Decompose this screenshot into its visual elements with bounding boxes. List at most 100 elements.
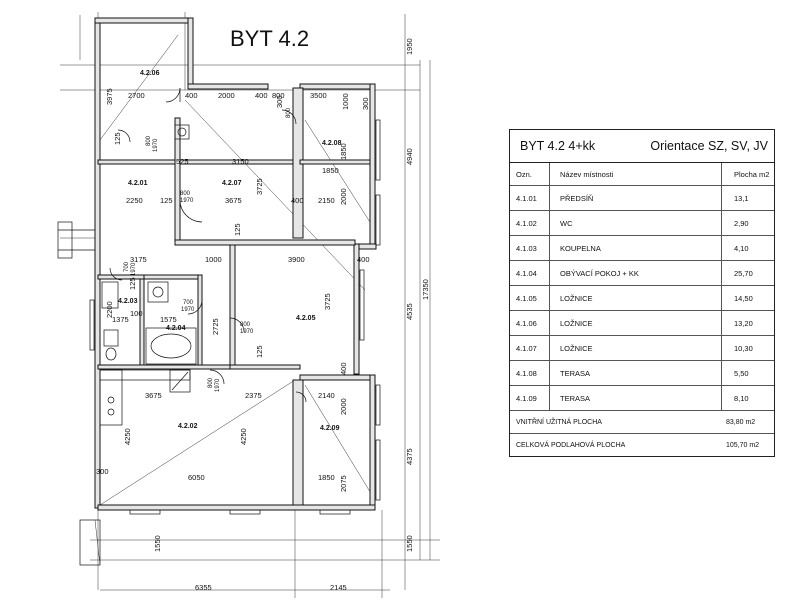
room-area: 10,30 [734, 343, 753, 353]
room-area: 5,50 [734, 368, 749, 378]
table-title-bar: BYT 4.2 4+kk Orientace SZ, SV, JV [510, 130, 774, 163]
dim-label: 300 [96, 467, 109, 476]
room-name: KOUPELNA [550, 236, 722, 260]
dim-label: 1550 [153, 535, 162, 552]
dim-label: 2700 [128, 91, 145, 100]
dim-label: 400 [255, 91, 268, 100]
summary-value: 83,80 m2 [726, 418, 756, 426]
room-labels: 4.2.06 4.2.08 4.2.01 4.2.07 4.2.03 4.2.0… [118, 70, 342, 432]
dim-label: 100 [130, 309, 143, 318]
room-code: 4.1.04 [510, 261, 550, 285]
table-header-row: Ozn. Název místnosti Plocha m2 [510, 163, 774, 186]
dim-label: 3975 [105, 88, 114, 105]
room-name: PŘEDSÍŇ [550, 186, 722, 210]
dim-label: 2725 [211, 318, 220, 335]
dim-label: 3500 [310, 91, 327, 100]
room-code: 4.1.08 [510, 361, 550, 385]
dim-label: 2000 [218, 91, 235, 100]
room-name: LOŽNICE [550, 311, 722, 335]
dim-label: 3725 [323, 293, 332, 310]
plan-title: BYT 4.2 [230, 26, 309, 51]
door-label: 800 [146, 135, 152, 146]
door-label: 800 [286, 107, 292, 118]
room-label-4-2-08: 4.2.08 [322, 140, 342, 147]
dim-label: 4940 [405, 148, 414, 165]
dim-label: 125 [255, 345, 264, 358]
room-label-4-2-09: 4.2.09 [320, 425, 340, 432]
dim-label: 3675 [145, 391, 162, 400]
room-name: LOŽNICE [550, 286, 722, 310]
dim-label: 2200 [105, 301, 114, 318]
dim-label: 1000 [341, 93, 350, 110]
door-label: 1970 [153, 138, 159, 152]
room-code: 4.1.06 [510, 311, 550, 335]
door-label: 800 [180, 191, 191, 197]
dim-label: 400 [185, 91, 198, 100]
dim-label: 6355 [195, 583, 212, 592]
dim-label: 125 [113, 132, 122, 145]
dim-label: 400 [357, 255, 370, 264]
room-area: 2,90 [734, 218, 749, 228]
dim-label: 17350 [421, 279, 430, 300]
room-label-4-2-07: 4.2.07 [222, 180, 242, 187]
dim-label: 2000 [339, 188, 348, 205]
header-code: Ozn. [510, 163, 550, 185]
room-code: 4.1.03 [510, 236, 550, 260]
table-orientation: Orientace SZ, SV, JV [650, 139, 768, 153]
dim-label: 400 [339, 362, 348, 375]
room-area: 4,10 [734, 243, 749, 253]
dim-label: 4535 [405, 303, 414, 320]
room-name: LOŽNICE [550, 336, 722, 360]
room-code: 4.1.05 [510, 286, 550, 310]
dim-label: 125 [128, 277, 137, 290]
door-label: 700 [124, 261, 130, 272]
dim-label: 300 [275, 95, 284, 108]
dim-label: 2250 [126, 196, 143, 205]
room-label-4-2-05: 4.2.05 [296, 315, 316, 322]
door-labels: 800 1970 800 1970 700 1970 700 1970 800 … [124, 107, 292, 392]
dim-label: 3900 [288, 255, 305, 264]
fixtures [99, 124, 197, 426]
dim-label: 3150 [232, 157, 249, 166]
header-name: Název místnosti [550, 163, 722, 185]
room-name: TERASA [550, 386, 722, 410]
room-label-4-2-03: 4.2.03 [118, 298, 138, 305]
dim-label: 3675 [225, 196, 242, 205]
dim-label: 2145 [330, 583, 347, 592]
dimension-labels: 2700 400 2000 400 800 3500 300 1000 300 … [96, 38, 430, 592]
room-code: 4.1.09 [510, 386, 550, 410]
room-area: 13,20 [734, 318, 753, 328]
room-area: 14,50 [734, 293, 753, 303]
door-label: 1970 [240, 329, 254, 335]
door-label: 1970 [131, 262, 137, 276]
dim-label: 1850 [322, 166, 339, 175]
room-name: TERASA [550, 361, 722, 385]
room-area: 8,10 [734, 393, 749, 403]
dim-label: 1550 [405, 535, 414, 552]
dim-label: 1850 [339, 143, 348, 160]
room-code: 4.1.07 [510, 336, 550, 360]
dim-label: 6050 [188, 473, 205, 482]
dim-label: 2000 [339, 398, 348, 415]
room-code: 4.1.01 [510, 186, 550, 210]
dim-label: 525 [176, 157, 189, 166]
room-label-4-2-01: 4.2.01 [128, 180, 148, 187]
dim-label: 125 [233, 223, 242, 236]
dim-label: 300 [361, 97, 370, 110]
dim-label: 2140 [318, 391, 335, 400]
dim-label: 2375 [245, 391, 262, 400]
room-name: WC [550, 211, 722, 235]
dim-label: 1375 [112, 315, 129, 324]
room-name: OBÝVACÍ POKOJ + KK [550, 261, 722, 285]
dim-label: 1850 [318, 473, 335, 482]
dim-label: 1950 [405, 38, 414, 55]
